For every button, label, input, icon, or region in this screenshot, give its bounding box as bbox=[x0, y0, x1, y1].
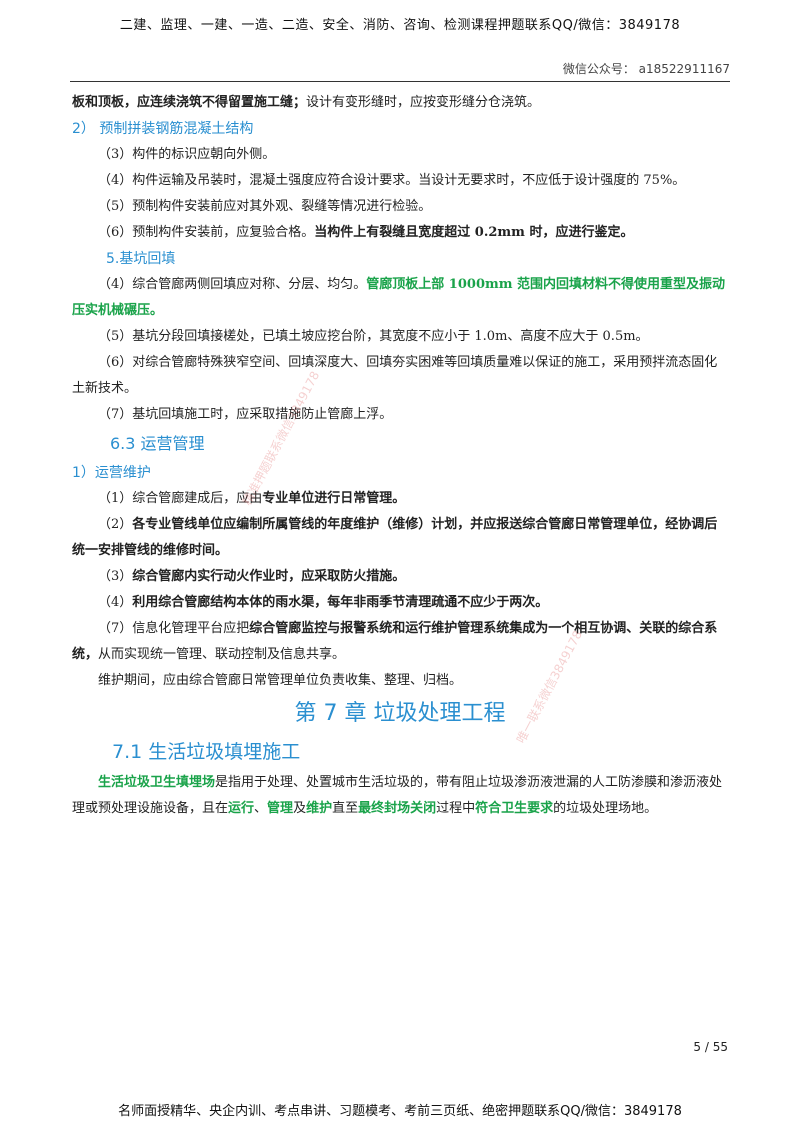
section-heading-6-3: 6.3 运营管理 bbox=[110, 434, 205, 453]
paragraph: （7）信息化管理平台应把综合管廊监控与报警系统和运行维护管理系统集成为一个相互协… bbox=[72, 616, 728, 668]
text: 的垃圾处理场地。 bbox=[553, 801, 658, 816]
highlight-text: 管理 bbox=[267, 801, 294, 816]
definition-paragraph: 生活垃圾卫生填埋场是指用于处理、处置城市生活垃圾的，带有阻止垃圾渗沥液泄漏的人工… bbox=[72, 770, 728, 822]
wechat-account: 微信公众号： a18522911167 bbox=[562, 62, 730, 76]
highlight-text: 生活垃圾卫生填埋场 bbox=[98, 775, 216, 790]
paragraph: （7）基坑回填施工时，应采取措施防止管廊上浮。 bbox=[98, 407, 393, 422]
bold-text: 当构件上有裂缝且宽度超过 0.2mm 时，应进行鉴定。 bbox=[314, 225, 634, 240]
text: （3） bbox=[98, 569, 133, 584]
page-number: 5 / 55 bbox=[693, 1040, 728, 1054]
paragraph: （3）构件的标识应朝向外侧。 bbox=[98, 147, 276, 162]
paragraph: （5）基坑分段回填接槎处，已填土坡应挖台阶，其宽度不应小于 1.0m、高度不应大… bbox=[98, 329, 649, 344]
subheading-maintenance: 1）运营维护 bbox=[72, 465, 151, 481]
subheading-backfill: 5.基坑回填 bbox=[106, 251, 176, 267]
paragraph: （6）对综合管廊特殊狭窄空间、回填深度大、回填夯实困难等回填质量难以保证的施工，… bbox=[72, 355, 718, 396]
highlight-text: 符合卫生要求 bbox=[475, 801, 554, 816]
text: （4）综合管廊两侧回填应对称、分层、均匀。 bbox=[98, 277, 367, 292]
paragraph: （5）预制构件安装前应对其外观、裂缝等情况进行检验。 bbox=[98, 199, 432, 214]
bold-text: 专业单位进行日常管理。 bbox=[262, 491, 406, 506]
chapter-heading-7: 第 7 章 垃圾处理工程 bbox=[294, 701, 506, 726]
top-banner: 二建、监理、一建、一造、二造、安全、消防、咨询、检测课程押题联系QQ/微信：38… bbox=[119, 18, 681, 33]
bold-text: 综合管廊监控与报警系统和运行维护管理系统集成为一个相互协调、关联的综合系统， bbox=[72, 621, 718, 662]
text: （7）信息化管理平台应把 bbox=[98, 621, 250, 636]
highlight-text: 管廊顶板上部 1000mm 范围内回填材料不得使用重型及振动压实机械碾压。 bbox=[72, 277, 726, 318]
header-divider bbox=[70, 81, 730, 82]
text: 、 bbox=[254, 801, 268, 816]
text: 从而实现统一管理、联动控制及信息共享。 bbox=[98, 647, 346, 662]
paragraph: （4）综合管廊两侧回填应对称、分层、均匀。管廊顶板上部 1000mm 范围内回填… bbox=[72, 272, 728, 324]
text: （1）综合管廊建成后，应由 bbox=[98, 491, 263, 506]
paragraph: （1）综合管廊建成后，应由专业单位进行日常管理。 bbox=[72, 486, 728, 512]
paragraph: 板和顶板，应连续浇筑不得留置施工缝；设计有变形缝时，应按变形缝分仓浇筑。 bbox=[72, 90, 728, 116]
text: 直至 bbox=[332, 801, 359, 816]
highlight-text: 运行 bbox=[228, 801, 255, 816]
paragraph: 维护期间，应由综合管廊日常管理单位负责收集、整理、归档。 bbox=[98, 673, 463, 688]
highlight-text: 最终封场关闭 bbox=[358, 801, 437, 816]
paragraph: （3）综合管廊内实行动火作业时，应采取防火措施。 bbox=[72, 564, 728, 590]
paragraph: （4）利用综合管廊结构本体的雨水渠，每年非雨季节清理疏通不应少于两次。 bbox=[72, 590, 728, 616]
text: 是指用于处理、处置城市生活垃圾的，带有阻止垃圾渗沥液泄漏的人工防渗膜和渗沥液处理… bbox=[72, 775, 723, 816]
section-heading-7-1: 7.1 生活垃圾填埋施工 bbox=[112, 741, 301, 763]
text: 过程中 bbox=[436, 801, 476, 816]
text: （2） bbox=[98, 517, 133, 532]
highlight-text: 维护 bbox=[306, 801, 333, 816]
text: （4） bbox=[98, 595, 133, 610]
subheading-prefab: 2） 预制拼装钢筋混凝土结构 bbox=[72, 121, 254, 137]
paragraph: （2）各专业管线单位应编制所属管线的年度维护（维修）计划，并应报送综合管廊日常管… bbox=[72, 512, 728, 564]
bold-text: 利用综合管廊结构本体的雨水渠，每年非雨季节清理疏通不应少于两次。 bbox=[132, 595, 549, 610]
bold-text: 综合管廊内实行动火作业时，应采取防火措施。 bbox=[132, 569, 406, 584]
bold-text: 板和顶板，应连续浇筑不得留置施工缝； bbox=[72, 95, 307, 110]
paragraph: （6）预制构件安装前，应复验合格。当构件上有裂缝且宽度超过 0.2mm 时，应进… bbox=[72, 220, 728, 246]
paragraph: （4）构件运输及吊装时，混凝土强度应符合设计要求。当设计无要求时，不应低于设计强… bbox=[98, 173, 686, 188]
footer-banner: 名师面授精华、央企内训、考点串讲、习题模考、考前三页纸、绝密押题联系QQ/微信：… bbox=[118, 1104, 682, 1119]
text: 设计有变形缝时，应按变形缝分仓浇筑。 bbox=[306, 95, 541, 110]
text: （6）预制构件安装前，应复验合格。 bbox=[98, 225, 315, 240]
document-body: 板和顶板，应连续浇筑不得留置施工缝；设计有变形缝时，应按变形缝分仓浇筑。 2） … bbox=[72, 90, 728, 822]
text: 及 bbox=[293, 801, 307, 816]
bold-text: 各专业管线单位应编制所属管线的年度维护（维修）计划，并应报送综合管廊日常管理单位… bbox=[72, 517, 718, 558]
